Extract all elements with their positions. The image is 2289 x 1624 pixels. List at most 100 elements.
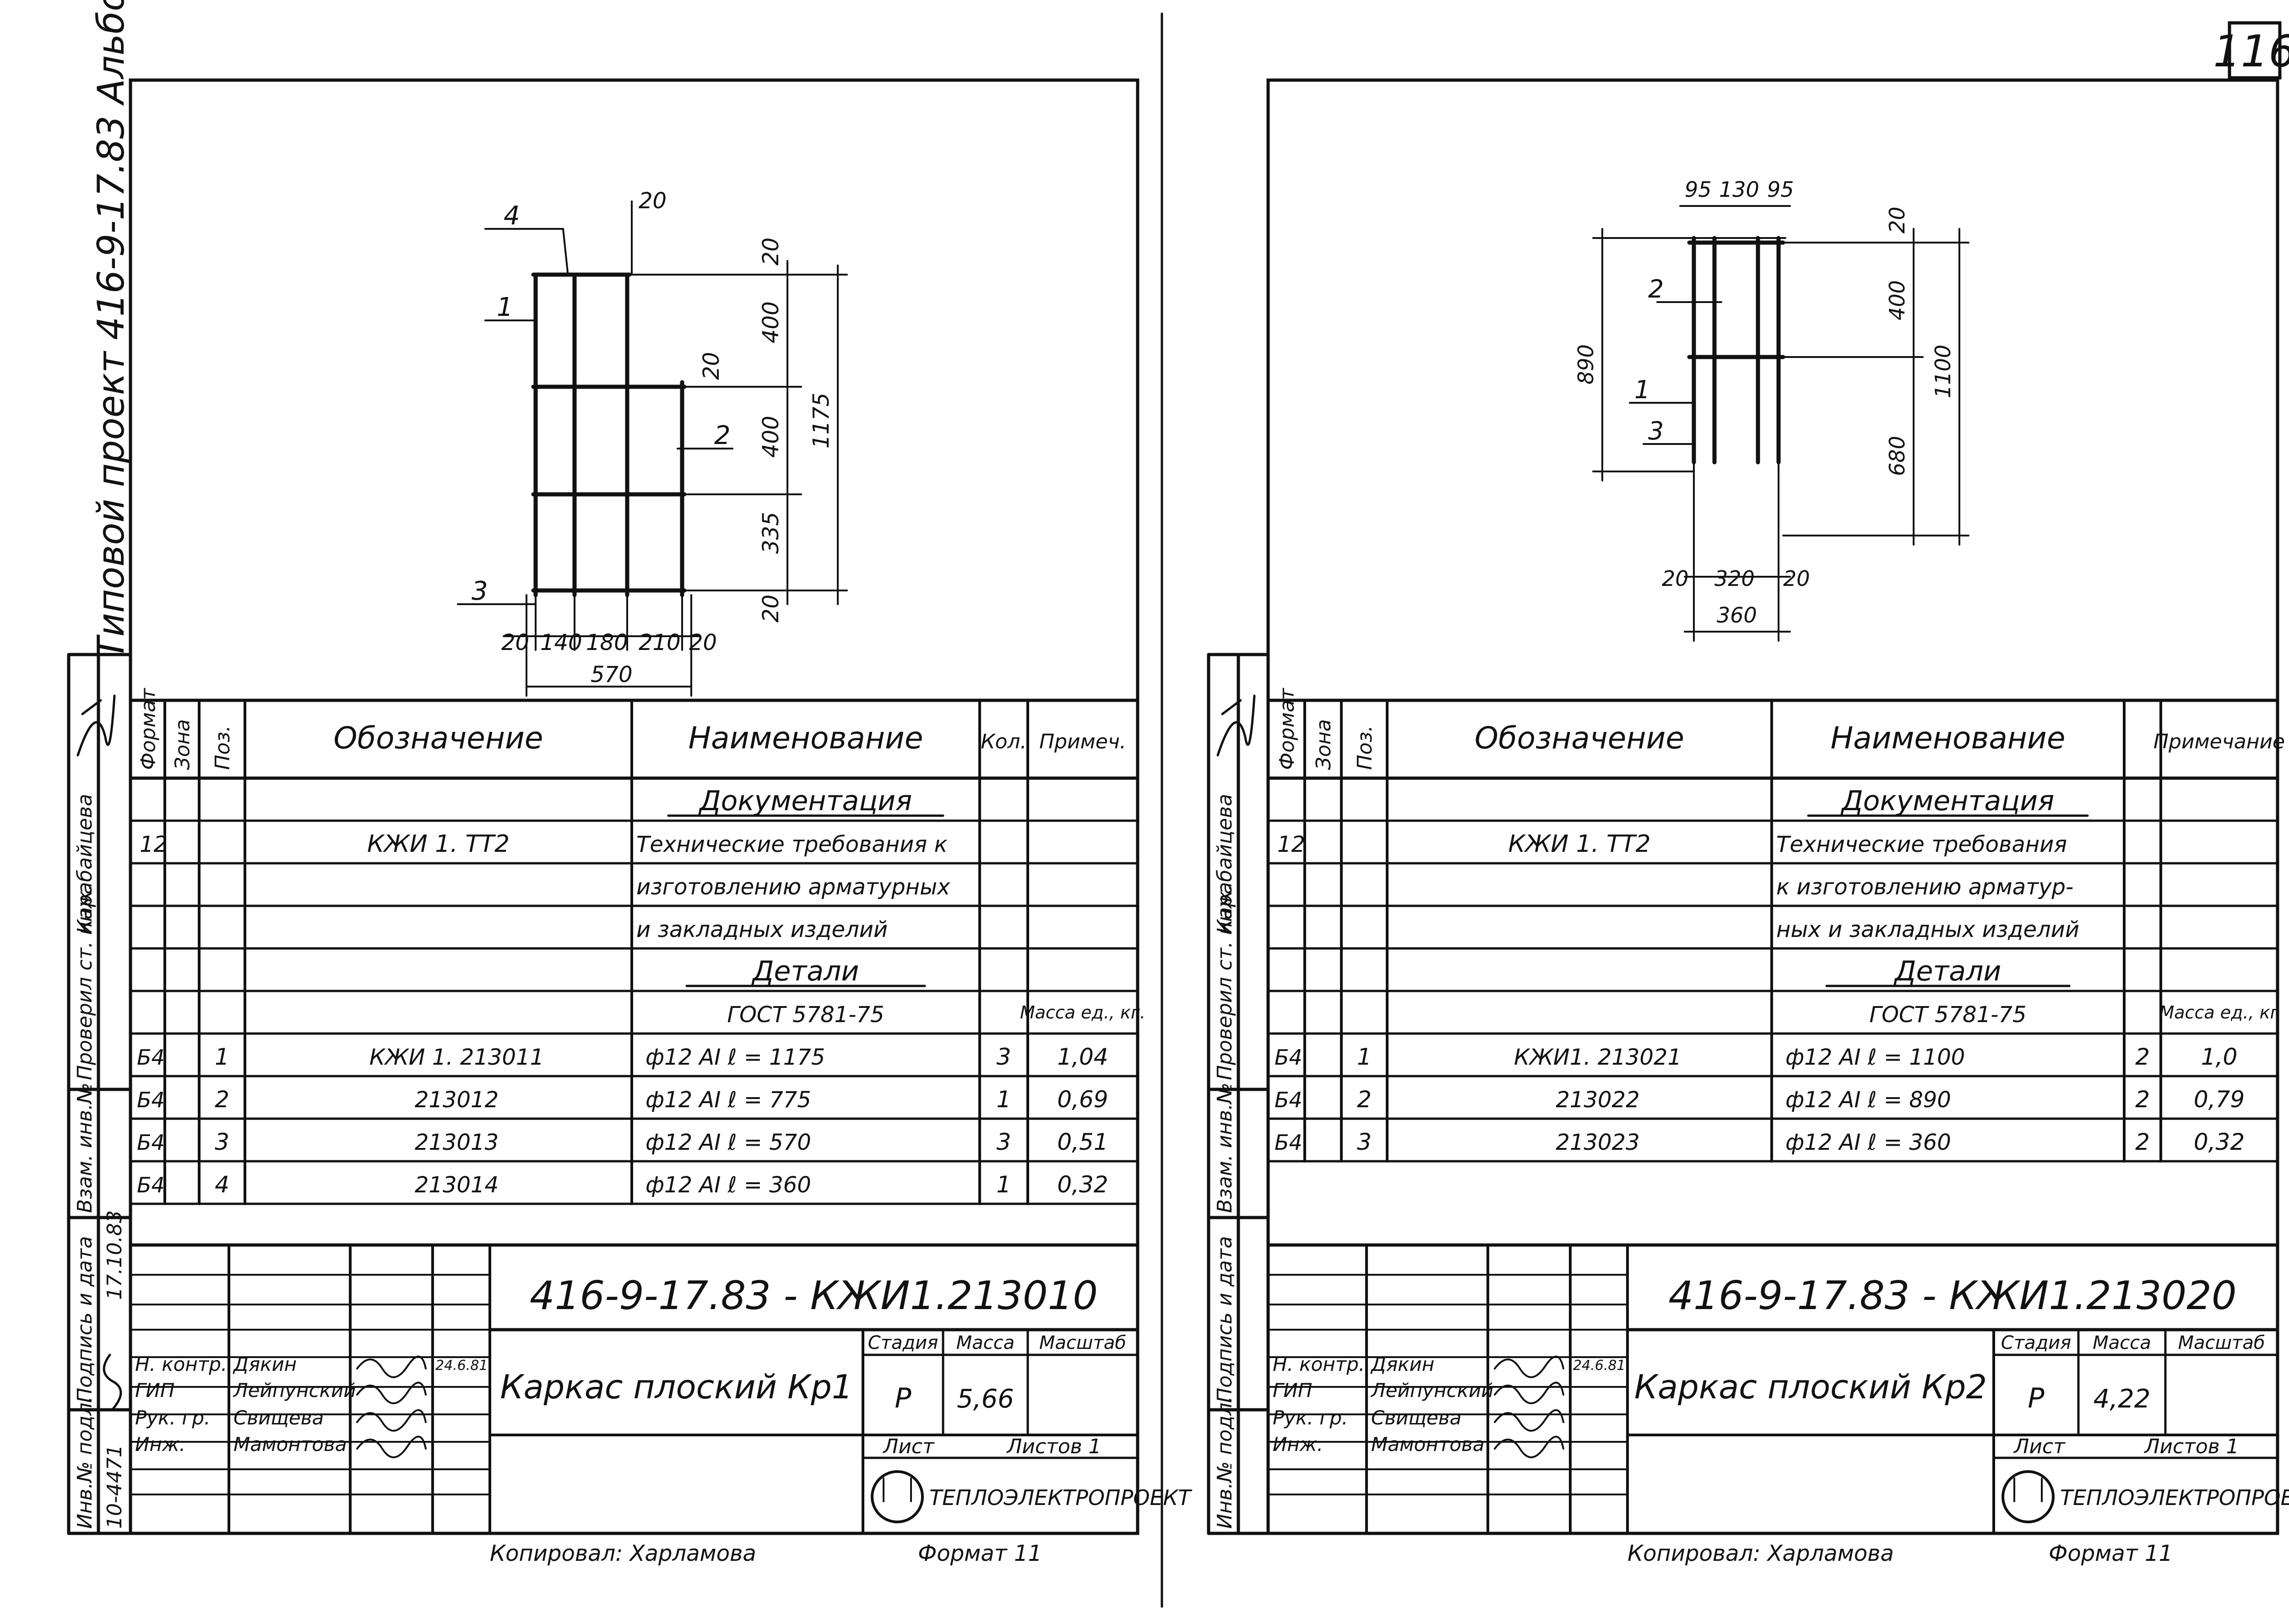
dim-label: 20 (1783, 566, 1810, 591)
cell-designation: КЖИ1. 213021 (1514, 1045, 1681, 1070)
dim-label: 320 (1714, 566, 1755, 591)
proveril-label-r: Проверил ст. инж. (1213, 884, 1237, 1080)
dim-label: 20 (501, 630, 529, 655)
table-header: Наименование (1831, 720, 2066, 756)
signature-scribble (356, 1381, 427, 1404)
gost-label: ГОСТ 5781-75 (727, 1002, 884, 1028)
person-role: ГИП (1273, 1379, 1312, 1402)
org-logo-icon (2002, 1470, 2055, 1523)
mass-header: Масса ед., кг. (1020, 1002, 1145, 1023)
dim-label: 20 (758, 238, 784, 265)
dim-label: 210 (639, 630, 681, 655)
drawing-code: 416-9-17.83 - КЖИ1.213010 (530, 1273, 1098, 1319)
left-rebar-drawing: 20 140 180 210 20 570 20 20 20 400 400 3… (457, 188, 848, 697)
dim-label: 680 (1885, 436, 1909, 476)
drawing-title: Каркас плоский Кр1 (500, 1368, 852, 1406)
cell-qty: 2 (2135, 1044, 2150, 1070)
sheets-label: Листов 1 (1006, 1435, 1101, 1458)
cell-mass: 1,04 (1057, 1044, 1108, 1070)
cell-pos: 2 (1357, 1086, 1372, 1113)
cell-mass: 0,79 (2194, 1086, 2245, 1113)
person-role: Н. контр. (1273, 1353, 1365, 1375)
signature-scribble (1494, 1355, 1564, 1378)
cell-qty: 3 (997, 1129, 1011, 1155)
cell-format: Б4 (1275, 1045, 1302, 1070)
inv-no-podl-label-r: Инв.№ подл. (1213, 1396, 1237, 1529)
podpis-label-r: Подпись и дата (1213, 1236, 1237, 1403)
cell-format: Б4 (137, 1173, 165, 1197)
org-logo-icon (871, 1470, 924, 1523)
mass-label: Масса (956, 1332, 1015, 1353)
sheets-label: Листов 1 (2143, 1435, 2239, 1458)
dim-label: 335 (758, 512, 784, 554)
pos-label: 4 (504, 201, 520, 231)
org-name: ТЕПЛОЭЛЕКТРОПРОЕКТ (2060, 1485, 2289, 1510)
dim-label: 20 (1885, 206, 1909, 233)
section-title: Документация (698, 785, 912, 817)
dim-label: 400 (1885, 280, 1909, 320)
cell-name: ф12 AI ℓ = 1100 (1785, 1045, 1965, 1070)
sheet-label: Лист (882, 1435, 935, 1458)
dim-label: 20 (758, 595, 784, 623)
cell-designation: КЖИ 1. ТТ2 (1508, 830, 1650, 858)
side-stamp-left: Инв.№ подл. 10-4471 Подпись и дата 17.10… (73, 794, 126, 1529)
cell-pos: 3 (215, 1129, 229, 1155)
mass-value: 5,66 (957, 1384, 1014, 1414)
cell-mass: 0,69 (1057, 1086, 1108, 1113)
dim-label: 360 (1717, 603, 1757, 628)
person-role: Н. контр. (135, 1353, 227, 1375)
vzam-label-r: Взам. инв.№ (1213, 1083, 1237, 1213)
dim-label: 1100 (1931, 345, 1955, 398)
side-title: Типовой проект 416-9-17.83 Альбом X ч.1 (90, 0, 132, 659)
person-role: ГИП (135, 1379, 174, 1402)
cell-name: ф12 AI ℓ = 890 (1785, 1087, 1951, 1113)
scale-label: Масштаб (2178, 1332, 2265, 1353)
side-stamp-right: Инв.№ подл. Подпись и дата Взам. инв.№ П… (1213, 794, 1237, 1529)
table-header: Зона (171, 719, 195, 770)
stage-value: Р (2028, 1382, 2045, 1414)
signature-scribble (1216, 694, 1256, 757)
table-header: Формат (1275, 687, 1299, 770)
page-number: 116 (2213, 27, 2289, 77)
person-role: Рук. гр. (135, 1407, 210, 1429)
cell-mass: 1,0 (2201, 1044, 2238, 1070)
format-label: Формат 11 (2049, 1541, 2173, 1566)
format-label: Формат 11 (918, 1541, 1042, 1566)
cell-designation: КЖИ 1. ТТ2 (367, 830, 510, 858)
dim-label: 20 (1662, 566, 1689, 591)
stage-label: Стадия (2001, 1332, 2071, 1353)
cell-pos: 1 (1357, 1044, 1372, 1070)
cell-pos: 1 (215, 1044, 229, 1070)
mass-value: 4,22 (2094, 1384, 2151, 1414)
cell-qty: 1 (997, 1171, 1011, 1198)
dim-label: 140 (540, 630, 582, 655)
cell-format: Б4 (1275, 1130, 1302, 1155)
signature-scribble (1494, 1435, 1564, 1458)
person-role: Инж. (135, 1433, 185, 1456)
table-header: Поз. (211, 725, 234, 770)
cell-format: Б4 (137, 1088, 165, 1112)
pos-label: 3 (472, 576, 488, 606)
cell-name: ф12 AI ℓ = 775 (645, 1087, 811, 1113)
person-name: Свищева (1371, 1407, 1461, 1429)
scale-label: Масштаб (1039, 1332, 1126, 1353)
pos-label: 1 (1634, 375, 1650, 404)
cell-pos: 2 (215, 1086, 229, 1113)
cell-pos: 4 (215, 1171, 229, 1198)
cell-designation: 213023 (1556, 1130, 1639, 1155)
inv-no-podl-label: Инв.№ подл. (73, 1396, 97, 1529)
pos-label: 1 (497, 292, 513, 322)
cell-mass: 0,51 (1057, 1129, 1108, 1155)
person-name: Лейпунский (1370, 1379, 1494, 1402)
cell-qty: 1 (997, 1086, 1011, 1113)
podpis-date: 17.10.83 (103, 1210, 126, 1300)
cell-name: ф12 AI ℓ = 360 (1785, 1130, 1951, 1155)
cell-designation: 213014 (415, 1172, 499, 1198)
signature-scribble (356, 1409, 427, 1432)
dim-label: 20 (689, 630, 717, 655)
table-header: Примечание (2153, 730, 2285, 753)
vzam-label: Взам. инв.№ (73, 1083, 97, 1213)
cell-name: Технические требования (1776, 832, 2067, 857)
